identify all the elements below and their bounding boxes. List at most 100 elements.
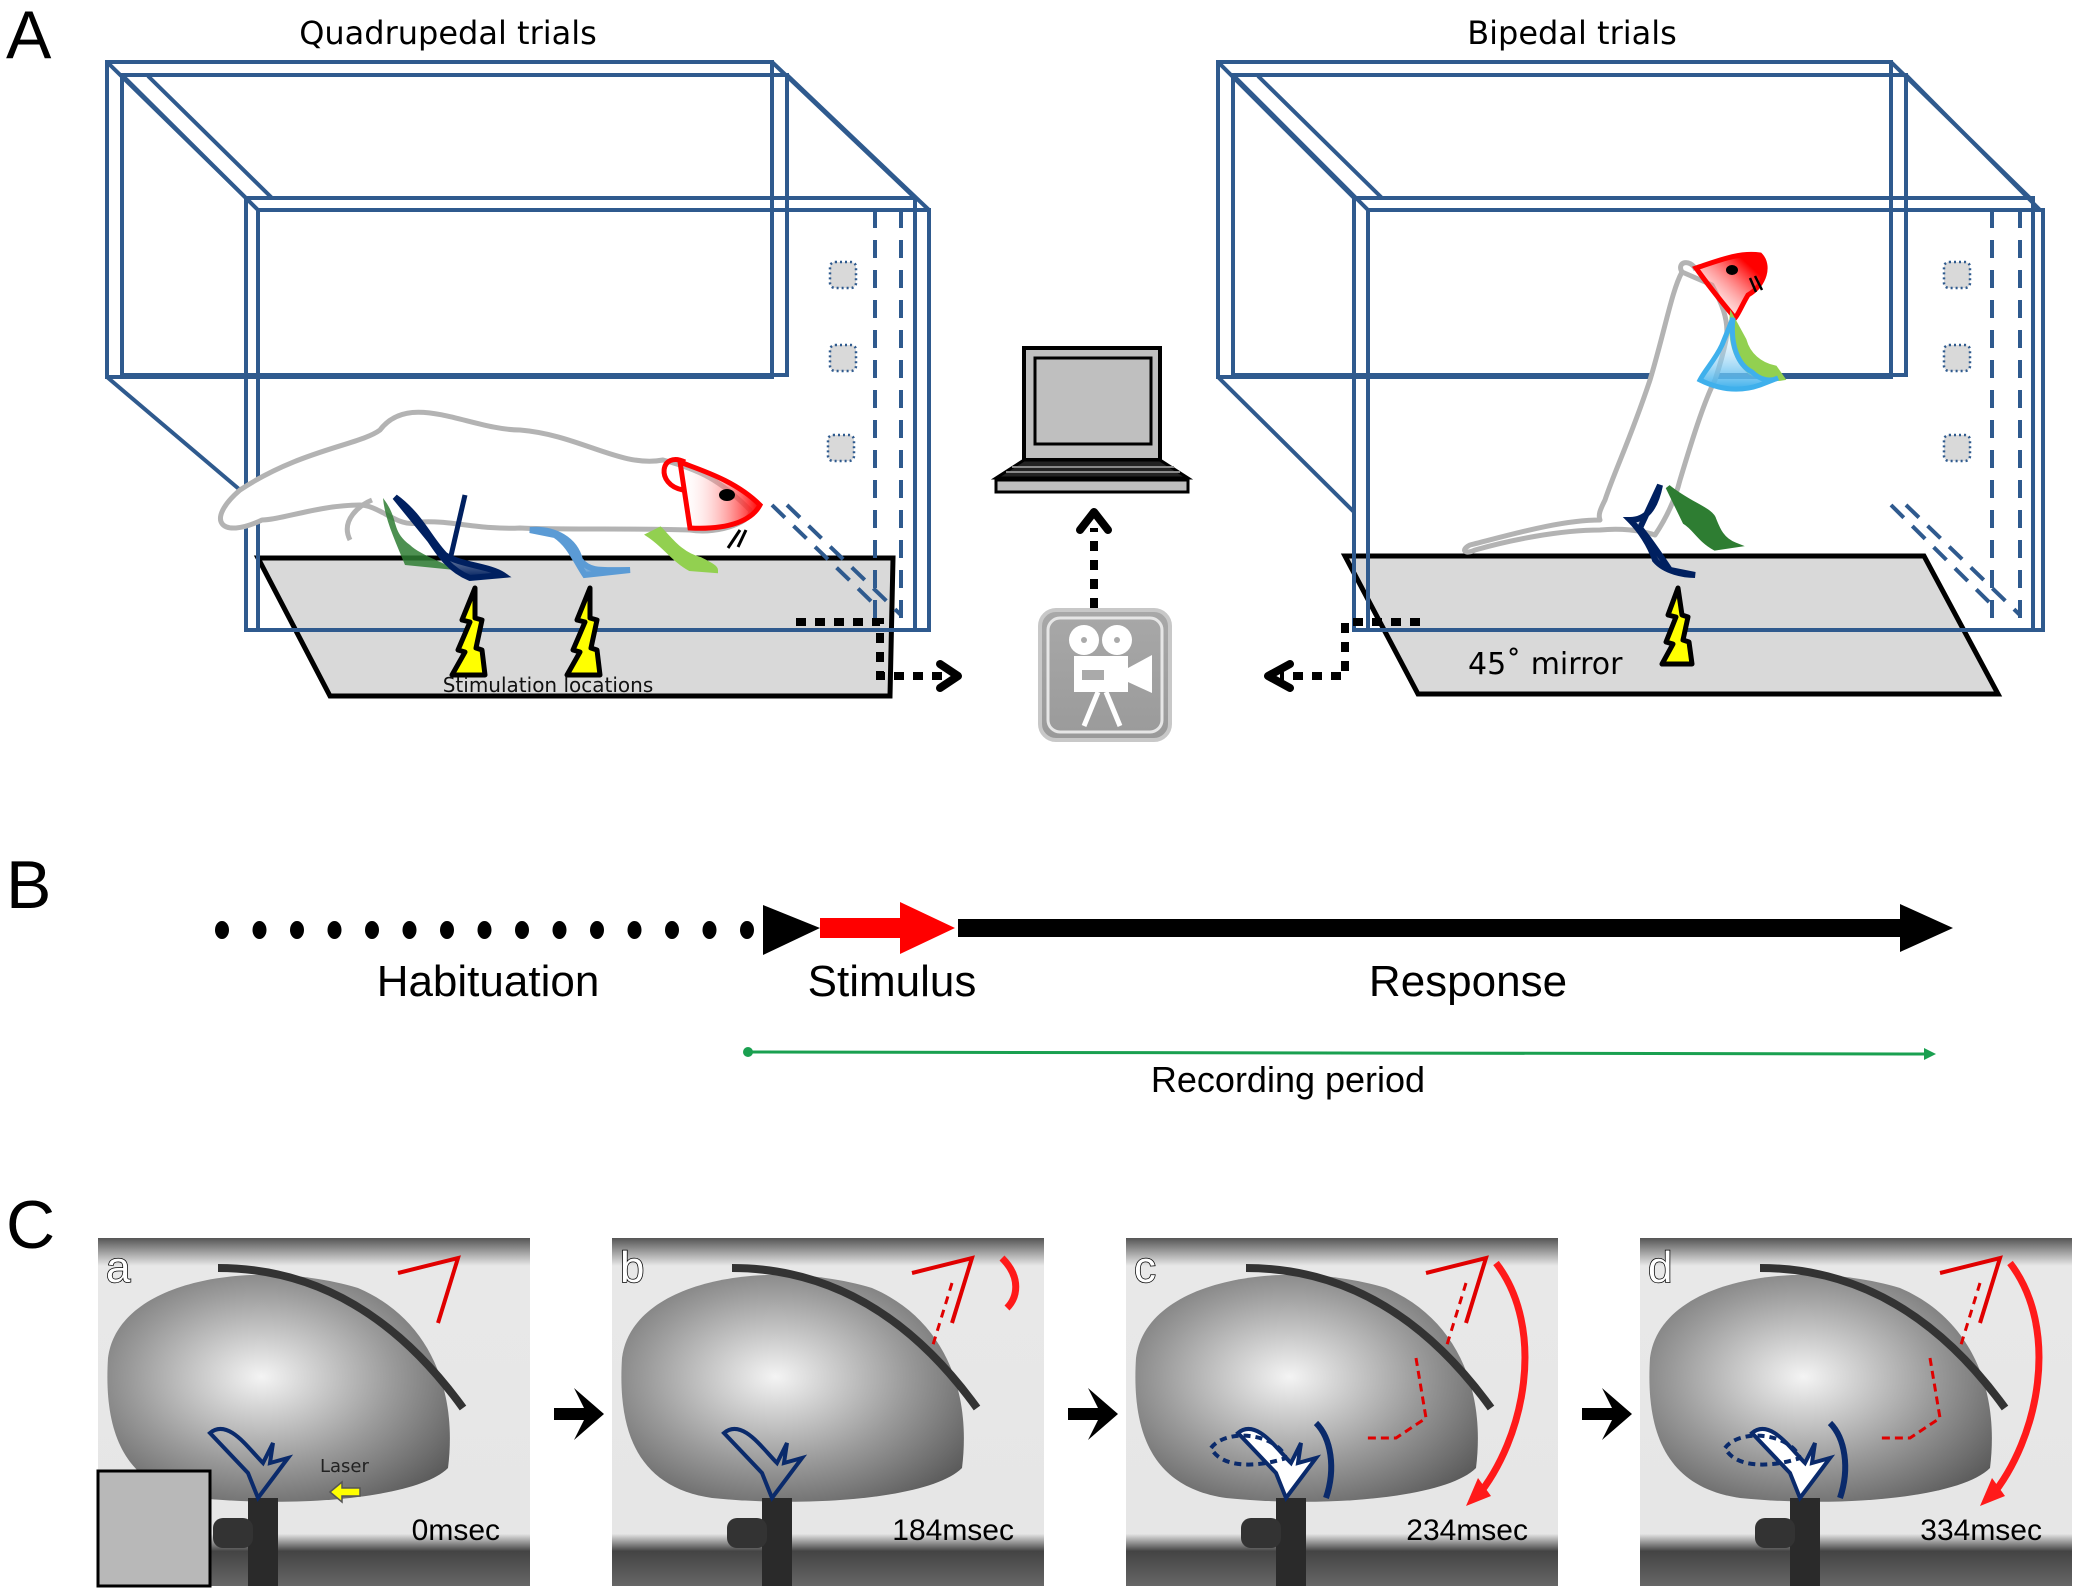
paw-inset-image — [96, 1469, 212, 1588]
head-motion-arrow — [1473, 1260, 1529, 1501]
laser-label: Laser — [320, 1456, 370, 1477]
habituation-dot — [327, 921, 342, 939]
arrow-head — [936, 660, 962, 692]
arrow-head — [1076, 508, 1112, 534]
sequence-arrow — [1582, 1388, 1632, 1440]
laser-arrow-icon — [328, 1480, 361, 1504]
quadrupedal-chamber — [105, 60, 931, 699]
sensor-pad — [828, 260, 858, 290]
video-camera-icon — [1038, 608, 1172, 742]
stimulus-label: Stimulus — [808, 957, 977, 1006]
head-trace-prev — [1880, 1357, 1942, 1440]
timeline-start-arrowhead — [763, 905, 820, 955]
dotted-arrow-left-to-camera — [796, 618, 950, 680]
stand — [762, 1498, 792, 1586]
habituation-dot — [552, 921, 567, 939]
frame-time-label: 234msec — [1406, 1514, 1528, 1547]
lightning-bolt-icon — [1659, 585, 1695, 667]
sensor-pad — [826, 433, 856, 463]
rat-photo — [1135, 1274, 1478, 1502]
habituation-dot — [252, 921, 267, 939]
stand-knob — [213, 1518, 253, 1548]
head-trace — [911, 1255, 975, 1324]
rat-tail — [217, 1264, 467, 1411]
head-motion-arrowhead — [1466, 1478, 1491, 1506]
sequence-arrow — [554, 1388, 604, 1440]
rat-tail — [1245, 1264, 1495, 1411]
habituation-dot — [515, 921, 529, 939]
quadrupedal-rat: Stimulation locations — [218, 409, 764, 697]
stand-knob — [727, 1518, 767, 1548]
frame-time-label: 334msec — [1920, 1514, 2042, 1547]
video-frame-c: c 234msec — [1126, 1238, 1558, 1586]
stand-knob — [1755, 1518, 1795, 1548]
rat-photo — [1649, 1274, 1992, 1502]
habituation-label: Habituation — [377, 957, 600, 1006]
head-motion-arrowhead — [1980, 1478, 2005, 1506]
frame-letter: b — [620, 1243, 644, 1292]
quadrupedal-title: Quadrupedal trials — [299, 14, 597, 52]
sequence-arrow — [1068, 1388, 1118, 1440]
frame-letter: a — [106, 1243, 131, 1292]
mirror-label: 45˚ mirror — [1468, 647, 1623, 682]
head-trace-prev — [930, 1282, 954, 1349]
right-hindlimb-dark-blue — [1622, 483, 1696, 578]
rat-head-highlight — [1692, 251, 1768, 322]
left-hindlimb-dark-green — [383, 498, 455, 570]
head-trace — [397, 1255, 461, 1324]
right-hindlimb-dark-blue — [392, 494, 512, 582]
stand — [248, 1498, 278, 1586]
head-motion-arrow — [1987, 1260, 2043, 1501]
dotted-arrow-right-to-camera — [1280, 618, 1420, 680]
timeline: Habituation Stimulus Response Recording … — [215, 902, 1953, 1100]
habituation-dot — [627, 921, 642, 939]
frame-letter: d — [1648, 1243, 1672, 1292]
head-motion-arrow — [999, 1255, 1020, 1311]
forelimb-light-blue — [1696, 317, 1780, 392]
head-trace — [1939, 1255, 2003, 1324]
video-frame-d: d 334msec — [1640, 1238, 2072, 1586]
habituation-dot — [215, 921, 229, 939]
recording-period-line — [747, 1050, 1933, 1056]
stand-knob — [1241, 1518, 1281, 1548]
response-label: Response — [1369, 957, 1567, 1006]
head-trace-prev — [1958, 1282, 1982, 1349]
recording-period-label: Recording period — [1151, 1059, 1425, 1100]
habituation-dot — [702, 921, 717, 939]
bipedal-title: Bipedal trials — [1467, 14, 1677, 52]
sensor-pad — [1942, 343, 1972, 373]
paw-motion-arrow — [1827, 1420, 1849, 1499]
panel-label-c: C — [6, 1187, 55, 1263]
panel-label-a: A — [6, 0, 52, 73]
rat-tail — [731, 1264, 981, 1411]
lightning-bolt-icon — [564, 585, 603, 678]
frame-letter: c — [1134, 1243, 1156, 1292]
stimulus-arrow — [820, 902, 955, 954]
rat-photo — [621, 1274, 964, 1502]
paw-trace — [721, 1427, 808, 1503]
lightning-bolt-icon — [449, 585, 488, 678]
bipedal-rat: 45˚ mirror — [1462, 251, 1787, 682]
bipedal-chamber — [1216, 60, 2045, 697]
head-trace — [1425, 1255, 1489, 1324]
head-trace-prev — [1366, 1357, 1428, 1440]
stand — [1790, 1498, 1820, 1586]
paw-trace-prev — [1722, 1433, 1803, 1467]
habituation-dot — [440, 921, 454, 939]
stimulation-locations-label: Stimulation locations — [443, 673, 654, 697]
rat-photo — [107, 1274, 450, 1502]
habituation-dots — [215, 921, 754, 939]
panel-label-b: B — [6, 847, 51, 923]
sensor-pad — [1942, 433, 1972, 463]
paw-motion-arrow — [1313, 1420, 1335, 1499]
forelimb-light-blue — [529, 526, 631, 579]
habituation-dot — [402, 921, 417, 939]
habituation-dot — [665, 921, 679, 939]
forelimb-light-green — [644, 526, 719, 574]
paw-trace — [207, 1427, 294, 1503]
laptop-icon — [990, 346, 1194, 494]
paw-trace-prev — [1208, 1433, 1289, 1467]
